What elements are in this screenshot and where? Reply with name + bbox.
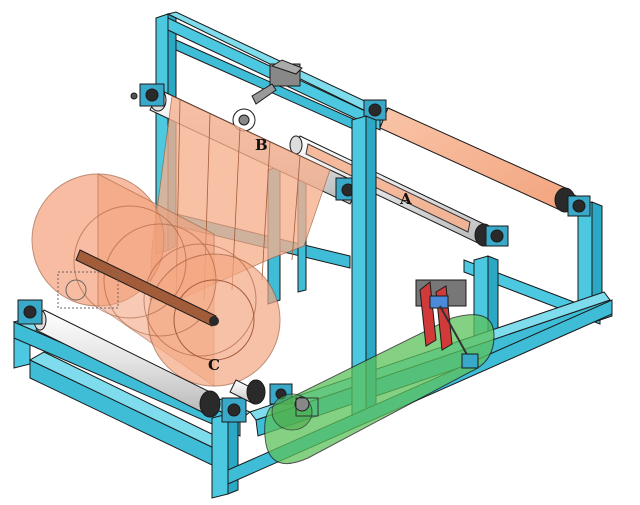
actuator <box>415 279 479 369</box>
label-b: B <box>255 136 268 154</box>
label-a: A <box>399 190 412 208</box>
label-c: C <box>208 356 220 374</box>
paper-roll <box>31 173 281 387</box>
tension-arm-icon <box>251 83 277 105</box>
roller-a-assembly <box>289 99 591 247</box>
roller-c-assembly <box>17 271 293 423</box>
roll-shaft <box>75 249 217 327</box>
drive-cover <box>264 314 495 465</box>
